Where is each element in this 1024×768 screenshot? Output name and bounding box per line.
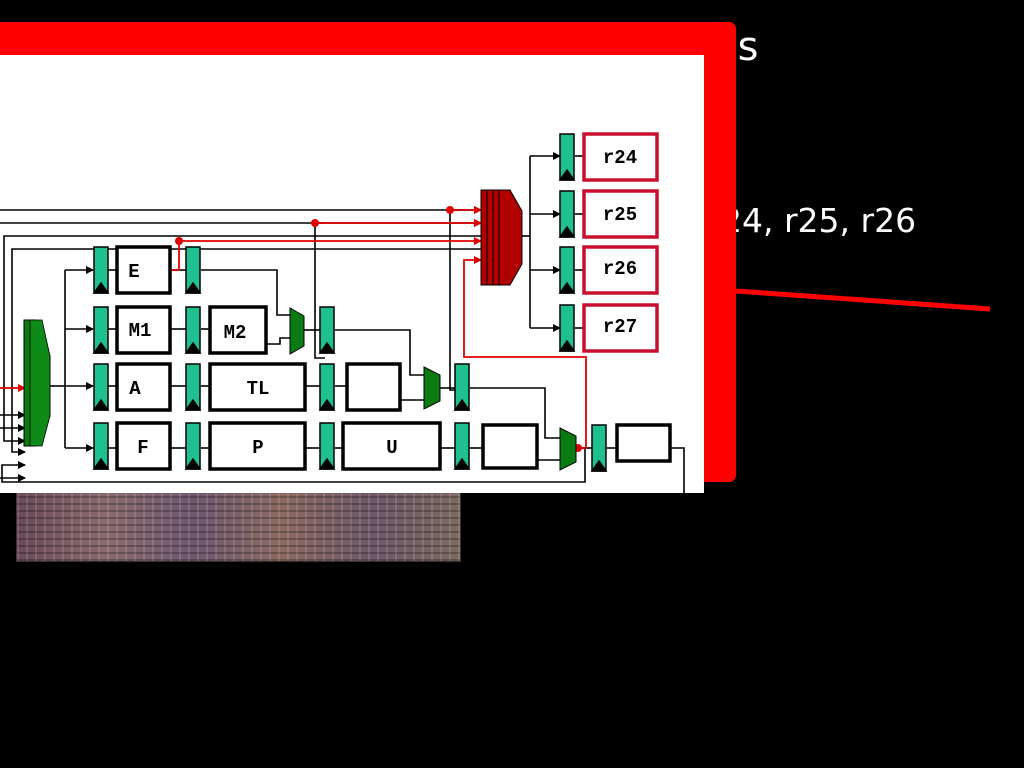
register-label-r27: r27 [603, 316, 637, 338]
latch-col-4 [453, 363, 471, 470]
register-label-r26: r26 [603, 258, 637, 280]
register-box-r24 [582, 132, 659, 182]
latch-col-3 [318, 306, 336, 470]
register-box-r26 [582, 245, 659, 295]
stage-block-tl [208, 362, 307, 412]
stage-block-a [115, 362, 172, 412]
register-box-r25 [582, 189, 659, 239]
stage-block-blank-2 [481, 423, 539, 470]
stage-block-m2 [208, 305, 268, 355]
red-junction-dots [175, 206, 582, 452]
writeback-mux [480, 189, 523, 286]
register-latches [558, 133, 576, 352]
red-wires [0, 206, 587, 449]
stage-block-blank-3 [615, 423, 672, 463]
latch-col-5 [590, 424, 608, 472]
latch-col-1 [92, 246, 110, 470]
register-label-r25: r25 [603, 204, 637, 226]
register-label-r24: r24 [603, 147, 637, 169]
stage-label-a: A [129, 378, 141, 400]
stage-block-f [115, 421, 172, 471]
stage-block-blank-1 [345, 362, 402, 412]
entry-mux [23, 319, 51, 447]
pipeline-diagram-panel: E M1 M2 A TL F P U r24 [0, 55, 704, 493]
stage-block-e [115, 245, 172, 295]
mux-u [559, 427, 577, 471]
stage-block-p [208, 421, 307, 471]
register-box-r27 [582, 303, 659, 353]
mux-m2 [289, 307, 305, 355]
diagram-overlay: E M1 M2 A TL F P U r24 [0, 22, 736, 493]
pipeline-diagram: E M1 M2 A TL F P U r24 [0, 132, 685, 493]
stage-label-p: P [252, 437, 263, 459]
stage-label-f: F [137, 437, 148, 459]
stage-block-m1 [115, 305, 172, 355]
pipeline-latches [92, 133, 608, 472]
stage-block-u [341, 421, 442, 471]
callout-line [735, 288, 991, 312]
stage-label-m2: M2 [224, 322, 247, 344]
stage-label-u: U [386, 437, 397, 459]
latch-col-2 [184, 246, 202, 470]
stage-label-tl: TL [247, 378, 270, 400]
stage-label-m1: M1 [129, 320, 152, 342]
stage-label-e: E [128, 261, 139, 283]
mux-tl [423, 366, 441, 410]
